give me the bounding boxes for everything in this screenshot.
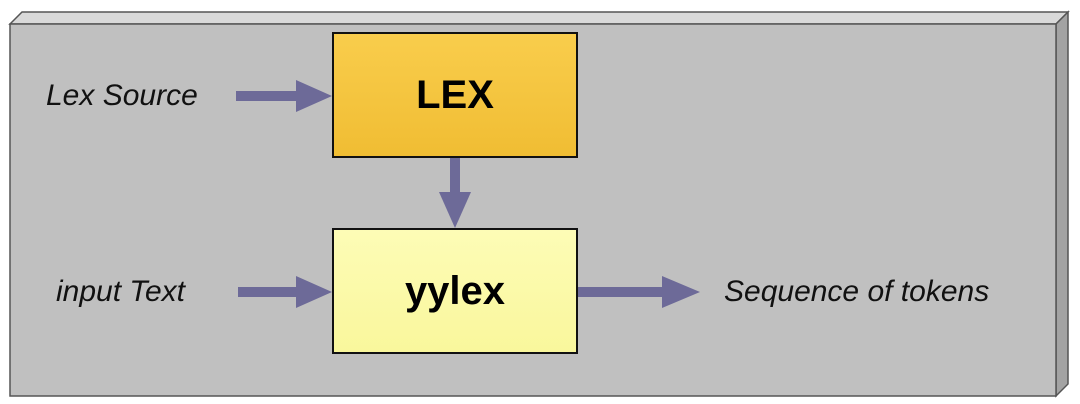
arrow-input-text-to-yylex bbox=[238, 276, 332, 308]
input-text-label: input Text bbox=[56, 275, 185, 308]
panel-side-face bbox=[1055, 10, 1069, 398]
yylex-box-label: yylex bbox=[404, 268, 506, 313]
arrow-yylex-to-tokens bbox=[578, 276, 700, 308]
panel-top-face bbox=[8, 11, 1070, 25]
yylex-box: yylex bbox=[332, 228, 578, 354]
arrow-lex-to-yylex bbox=[439, 158, 471, 228]
arrow-lex-source-to-lex bbox=[236, 80, 332, 112]
lex-box: LEX bbox=[332, 32, 578, 158]
lex-box-label: LEX bbox=[416, 72, 494, 117]
lex-source-label: Lex Source bbox=[46, 79, 198, 112]
sequence-of-tokens-label: Sequence of tokens bbox=[724, 275, 990, 308]
